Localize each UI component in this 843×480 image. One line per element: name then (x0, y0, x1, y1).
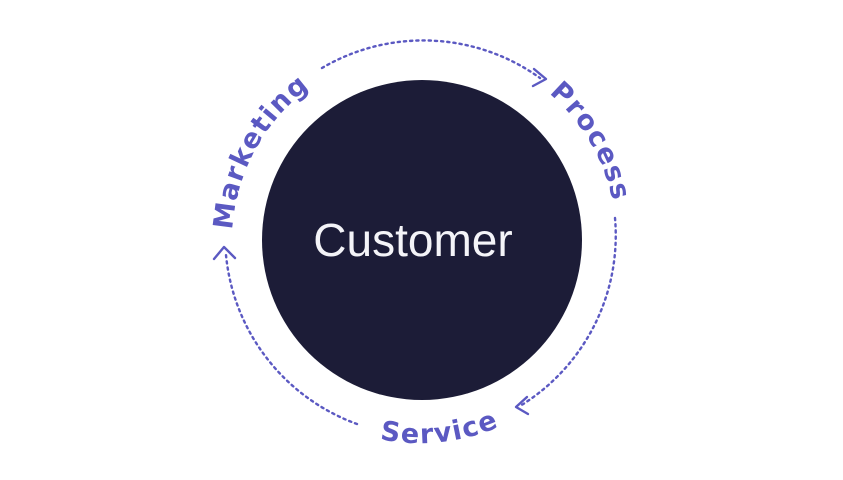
stage-label-service: Service (379, 404, 503, 450)
center-node: Customer (262, 80, 582, 400)
arrowhead-process-icon (531, 67, 548, 88)
arrowhead-service-icon (514, 395, 530, 416)
stage-label-service-text: Service (379, 404, 501, 450)
center-circle (262, 80, 582, 400)
arrowhead-marketing-icon (212, 245, 237, 261)
arrow-process-to-service (518, 216, 617, 408)
arrow-marketing-to-process (320, 39, 542, 80)
center-label: Customer (313, 214, 512, 266)
arrow-service-to-marketing (224, 253, 359, 426)
cycle-arrows (212, 39, 617, 426)
